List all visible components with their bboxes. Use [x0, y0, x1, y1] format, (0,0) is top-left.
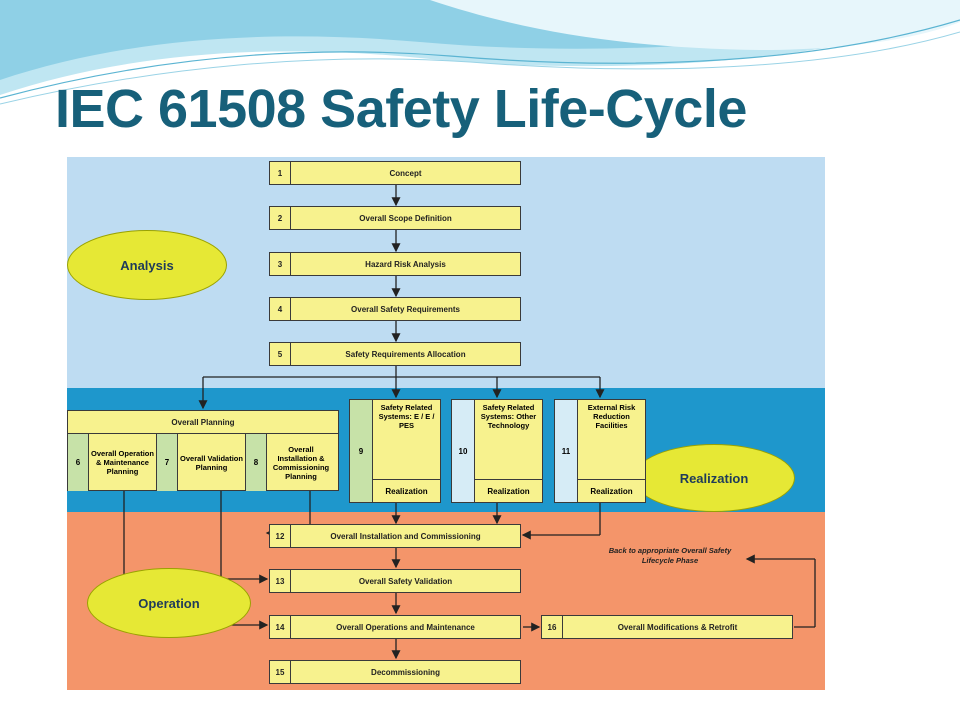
- phase-analysis-label: Analysis: [120, 257, 174, 273]
- step-number: 4: [270, 298, 291, 320]
- step-number: 3: [270, 253, 291, 275]
- header-wave-decoration: [0, 0, 960, 105]
- step-label: Overall Installation and Commissioning: [330, 531, 481, 541]
- step-label: Hazard Risk Analysis: [365, 259, 446, 269]
- planning-7-number: 7: [157, 434, 178, 491]
- step-12-installation-commissioning: 12 Overall Installation and Commissionin…: [269, 524, 521, 548]
- planning-8-number: 8: [246, 434, 267, 491]
- column-11-title: External Risk Reduction Facilities: [587, 403, 636, 430]
- phase-analysis-ellipse: Analysis: [67, 230, 227, 300]
- step-number: 14: [270, 616, 291, 638]
- phase-operation-ellipse: Operation: [87, 568, 251, 638]
- step-number: 1: [270, 162, 291, 184]
- step-4-safety-requirements: 4 Overall Safety Requirements: [269, 297, 521, 321]
- step-3-hazard-risk-analysis: 3 Hazard Risk Analysis: [269, 252, 521, 276]
- step-number: 12: [270, 525, 291, 547]
- realization-column-11: 11 External Risk Reduction Facilities Re…: [554, 399, 646, 503]
- step-13-safety-validation: 13 Overall Safety Validation: [269, 569, 521, 593]
- step-label: Overall Operations and Maintenance: [336, 622, 475, 632]
- step-number: 15: [270, 661, 291, 683]
- planning-8-label: Overall Installation & Commissioning Pla…: [272, 444, 330, 481]
- step-label: Overall Safety Requirements: [351, 304, 460, 314]
- step-1-concept: 1 Concept: [269, 161, 521, 185]
- step-number: 2: [270, 207, 291, 229]
- back-to-lifecycle-note: Back to appropriate Overall Safety Lifec…: [608, 546, 732, 565]
- column-10-realization: Realization: [475, 479, 542, 502]
- planning-6-label: Overall Operation & Maintenance Planning: [89, 434, 157, 491]
- step-15-decommissioning: 15 Decommissioning: [269, 660, 521, 684]
- safety-lifecycle-diagram: Analysis Realization Operation 1 Concept…: [67, 157, 825, 690]
- column-9-number: 9: [350, 400, 373, 502]
- step-5-requirements-allocation: 5 Safety Requirements Allocation: [269, 342, 521, 366]
- step-label: Safety Requirements Allocation: [345, 349, 466, 359]
- step-14-operations-maintenance: 14 Overall Operations and Maintenance: [269, 615, 521, 639]
- column-9-title: Safety Related Systems: E / E / PES: [378, 403, 435, 430]
- column-10-number: 10: [452, 400, 475, 502]
- step-label: Overall Scope Definition: [359, 213, 452, 223]
- column-9-realization: Realization: [373, 479, 440, 502]
- step-label: Overall Modifications & Retrofit: [617, 622, 738, 632]
- realization-column-10: 10 Safety Related Systems: Other Technol…: [451, 399, 543, 503]
- column-11-number: 11: [555, 400, 578, 502]
- step-label: Overall Safety Validation: [358, 576, 453, 586]
- planning-row: 6 Overall Operation & Maintenance Planni…: [68, 434, 338, 491]
- planning-7-label: Overall Validation Planning: [178, 434, 246, 491]
- step-number: 13: [270, 570, 291, 592]
- step-label: Decommissioning: [371, 667, 440, 677]
- slide-title: IEC 61508 Safety Life-Cycle: [55, 79, 747, 139]
- overall-planning-box: Overall Planning 6 Overall Operation & M…: [67, 410, 339, 491]
- step-16-modifications-retrofit: 16 Overall Modifications & Retrofit: [541, 615, 793, 639]
- step-label: Concept: [389, 168, 422, 178]
- planning-6-number: 6: [68, 434, 89, 491]
- column-10-title: Safety Related Systems: Other Technology: [480, 403, 537, 430]
- phase-operation-label: Operation: [138, 595, 200, 611]
- column-11-realization: Realization: [578, 479, 645, 502]
- step-number: 16: [542, 616, 563, 638]
- step-2-scope-definition: 2 Overall Scope Definition: [269, 206, 521, 230]
- phase-realization-ellipse: Realization: [633, 444, 795, 512]
- realization-column-9: 9 Safety Related Systems: E / E / PES Re…: [349, 399, 441, 503]
- overall-planning-title: Overall Planning: [68, 411, 338, 434]
- step-number: 5: [270, 343, 291, 365]
- phase-realization-label: Realization: [679, 470, 749, 486]
